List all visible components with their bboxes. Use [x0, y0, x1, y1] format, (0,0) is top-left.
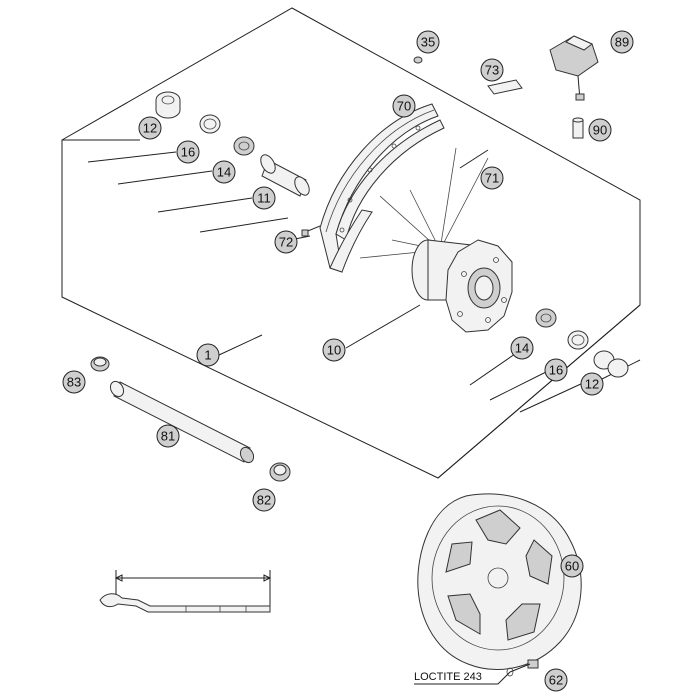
svg-text:16: 16: [549, 363, 563, 378]
svg-text:11: 11: [257, 191, 271, 206]
leader-lines-right: [437, 304, 641, 479]
svg-text:73: 73: [485, 63, 499, 78]
callout-12-right: 12: [580, 372, 604, 396]
svg-text:35: 35: [421, 35, 435, 50]
callout-62: 62: [544, 668, 568, 692]
brake-disc-part-60: [417, 493, 582, 670]
callout-73: 73: [480, 58, 504, 82]
loctite-annotation: LOCTITE 243: [414, 671, 511, 685]
svg-text:12: 12: [585, 377, 599, 392]
svg-text:60: 60: [565, 559, 579, 574]
rim-part-70: [319, 103, 445, 273]
svg-text:16: 16: [181, 145, 195, 160]
callout-83: 83: [62, 370, 86, 394]
callout-14-left: 14: [212, 160, 236, 184]
leader-lines-left: [62, 139, 489, 356]
svg-text:72: 72: [279, 235, 293, 250]
callout-12-left: 12: [138, 116, 162, 140]
callout-1: 1: [196, 343, 220, 367]
callout-35: 35: [416, 30, 440, 54]
bearing-part-14-right: [535, 308, 557, 328]
svg-text:14: 14: [515, 341, 529, 356]
callout-90: 90: [588, 118, 612, 142]
callout-11: 11: [252, 186, 276, 210]
callout-16-right: 16: [544, 358, 568, 382]
screw-part-62: [506, 659, 539, 677]
svg-text:70: 70: [397, 99, 411, 114]
nut-part-90: [572, 117, 584, 139]
callout-10: 10: [322, 338, 346, 362]
svg-text:83: 83: [67, 375, 81, 390]
spacer-tube-part-11: [260, 154, 310, 197]
rim-lock-part-89: [549, 35, 599, 101]
callout-16-left: 16: [176, 140, 200, 164]
axle-tool-detail: [99, 570, 272, 613]
callout-14-right: 14: [510, 336, 534, 360]
hub-part-10: [411, 239, 513, 333]
svg-text:12: 12: [143, 121, 157, 136]
spacer-part-12-right: [593, 350, 629, 378]
callout-70: 70: [392, 94, 416, 118]
svg-text:10: 10: [327, 343, 341, 358]
rim-tape-part-73: [487, 79, 523, 95]
svg-text:62: 62: [549, 673, 563, 688]
callout-60: 60: [560, 554, 584, 578]
svg-text:81: 81: [161, 429, 175, 444]
svg-text:14: 14: [217, 165, 231, 180]
bearing-part-14-left: [233, 136, 255, 156]
spacer-part-12-left: [155, 91, 181, 119]
svg-text:1: 1: [204, 348, 211, 363]
spoke-nipple-part-72: [301, 225, 321, 237]
collar-part-83: [90, 356, 110, 372]
axle-part-81: [109, 380, 255, 464]
callout-81: 81: [156, 424, 180, 448]
seal-part-16-right: [567, 330, 589, 350]
callout-82: 82: [252, 488, 276, 512]
svg-text:90: 90: [593, 123, 607, 138]
loctite-label: LOCTITE 243: [414, 671, 482, 683]
axle-nut-part-82: [269, 462, 291, 482]
svg-text:71: 71: [485, 171, 499, 186]
callout-89: 89: [610, 30, 634, 54]
svg-text:82: 82: [257, 493, 271, 508]
seal-part-16-left: [199, 114, 221, 134]
valve-cap-part-35: [413, 56, 423, 64]
callout-71: 71: [480, 166, 504, 190]
callout-72: 72: [274, 230, 298, 254]
svg-text:89: 89: [615, 35, 629, 50]
